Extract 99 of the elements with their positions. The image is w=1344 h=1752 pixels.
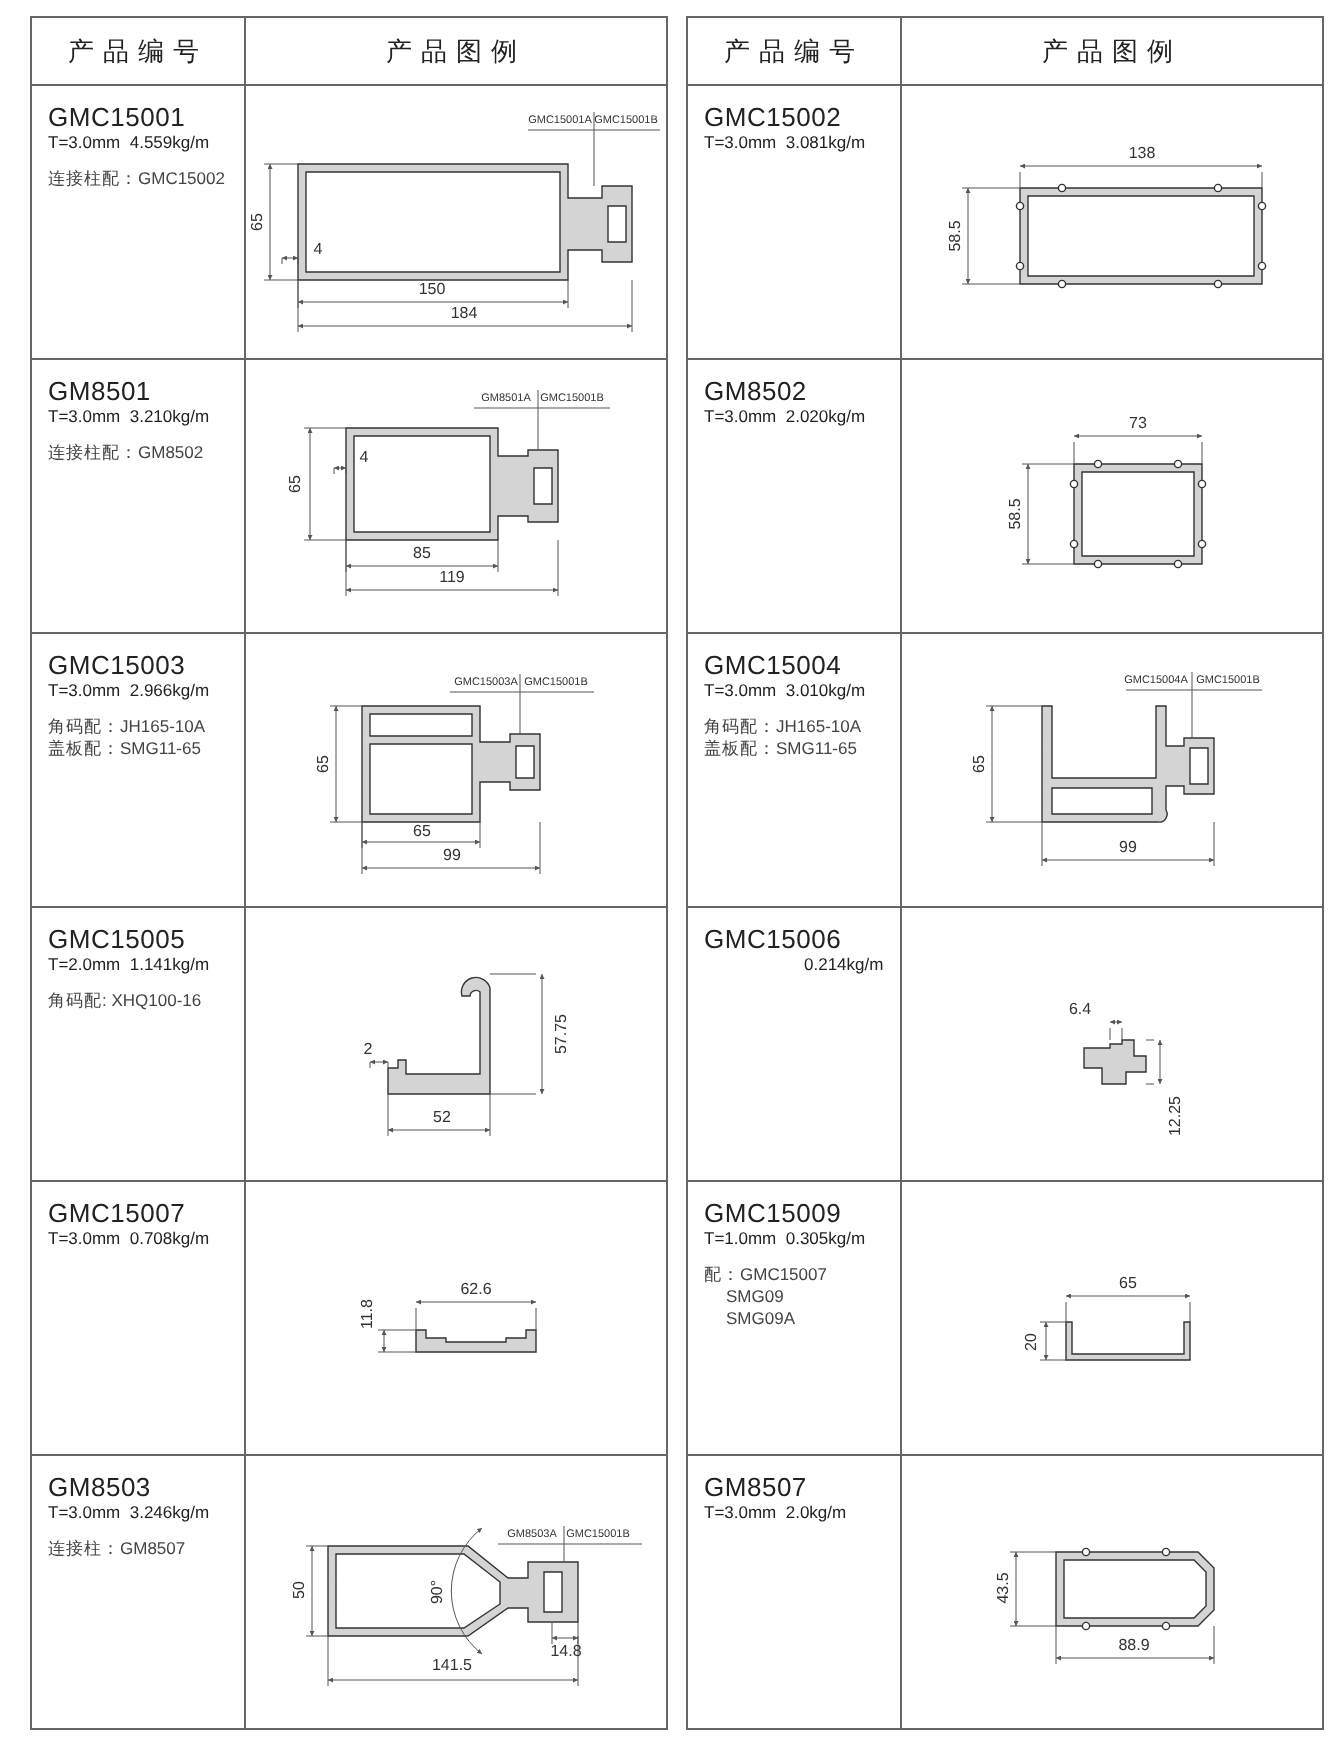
dimension-label: 65: [413, 824, 431, 840]
spec-text: T=3.0mm 3.010kg/m: [704, 680, 866, 702]
product-info-cell: [688, 1456, 902, 1730]
dimension-label: 65: [972, 755, 988, 773]
dimension-label: 20: [1024, 1333, 1040, 1351]
fitting-text: 连接柱：GM8507: [48, 1538, 186, 1560]
product-code: GMC15005: [48, 924, 186, 954]
product-code: GMC15007: [48, 1198, 186, 1228]
product-code: GM8507: [704, 1472, 807, 1502]
drawing-cell: [246, 634, 668, 908]
product-info-cell: [32, 1182, 246, 1456]
spec-text: T=3.0mm 3.246kg/m: [48, 1502, 210, 1524]
header-cell: [902, 18, 1324, 86]
column-header: 产品图例: [1041, 33, 1183, 70]
product-info-cell: [688, 86, 902, 360]
product-info-cell: [688, 634, 902, 908]
product-info-cell: [688, 1182, 902, 1456]
dimension-label: 58.5: [1008, 498, 1024, 530]
drawing-cell: [902, 360, 1324, 634]
drawing-cell: [902, 634, 1324, 908]
product-info-cell: [32, 634, 246, 908]
spec-text: T=3.0mm 2.966kg/m: [48, 680, 210, 702]
product-info-cell: [32, 86, 246, 360]
dimension-label: 99: [1119, 840, 1137, 856]
dimension-label: 65: [1119, 1276, 1137, 1292]
product-code: GM8502: [704, 376, 807, 406]
product-code: GMC15002: [704, 102, 842, 132]
drawing-cell: [246, 1456, 668, 1730]
dimension-label: 14.8: [550, 1644, 582, 1660]
dimension-label: 6.4: [1068, 1002, 1092, 1018]
drawing-cell: [902, 1182, 1324, 1456]
dimension-label: 52: [433, 1110, 451, 1126]
dimension-label: 65: [288, 475, 304, 493]
product-code: GM8501: [48, 376, 151, 406]
dimension-label: 4: [359, 450, 369, 466]
product-info-cell: [688, 360, 902, 634]
drawing-cell: [246, 360, 668, 634]
drawing-cell: [246, 908, 668, 1182]
dimension-label: 58.5: [948, 220, 964, 252]
header-cell: [246, 18, 668, 86]
column-header: 产品图例: [385, 33, 527, 70]
dimension-label: 88.9: [1118, 1638, 1150, 1654]
spec-text: T=2.0mm 1.141kg/m: [48, 954, 210, 976]
spec-text: T=3.0mm 2.020kg/m: [704, 406, 866, 428]
spec-text: 0.214kg/m: [802, 954, 884, 976]
fitting-text: 盖板配：SMG11-65: [48, 738, 201, 760]
dimension-label: 65: [316, 755, 332, 773]
dimension-label: 119: [439, 570, 465, 586]
drawing-cell: [902, 86, 1324, 360]
spec-text: T=3.0mm 3.210kg/m: [48, 406, 210, 428]
spec-text: T=3.0mm 2.0kg/m: [704, 1502, 847, 1524]
dimension-label: 43.5: [996, 1572, 1012, 1604]
dimension-label: 150: [418, 282, 446, 298]
spec-text: T=3.0mm 4.559kg/m: [48, 132, 210, 154]
column-header: 产品编号: [723, 33, 865, 70]
product-info-cell: [688, 908, 902, 1182]
dimension-label: 11.8: [360, 1299, 376, 1329]
product-info-cell: [32, 360, 246, 634]
dimension-label: 62.6: [460, 1282, 492, 1298]
product-code: GMC15009: [704, 1198, 842, 1228]
dimension-label: 141.5: [431, 1658, 473, 1674]
fitting-text: 角码配：JH165-10A: [704, 716, 862, 738]
product-code: GMC15003: [48, 650, 186, 680]
drawing-cell: [902, 908, 1324, 1182]
dimension-label: 90°: [430, 1579, 446, 1605]
fitting-text: 配：GMC15007: [704, 1264, 827, 1286]
dimension-label: 4: [313, 242, 323, 258]
dimension-label: 99: [443, 848, 461, 864]
dimension-label: 12.25: [1168, 1095, 1184, 1137]
spec-text: T=1.0mm 0.305kg/m: [704, 1228, 866, 1250]
dimension-label: 85: [413, 546, 431, 562]
product-code: GMC15001: [48, 102, 186, 132]
product-code: GM8503: [48, 1472, 151, 1502]
fitting-text: 盖板配：SMG11-65: [704, 738, 857, 760]
fitting-text: SMG09: [726, 1286, 784, 1308]
header-cell: [688, 18, 902, 86]
dimension-label: 50: [292, 1581, 308, 1599]
fitting-text: 连接柱配：GM8502: [48, 442, 204, 464]
drawing-cell: [902, 1456, 1324, 1730]
product-code: GMC15006: [704, 924, 842, 954]
product-code: GMC15004: [704, 650, 842, 680]
fitting-text: 连接柱配：GMC15002: [48, 168, 225, 190]
fitting-text: 角码配: XHQ100-16: [48, 990, 202, 1012]
fitting-text: 角码配：JH165-10A: [48, 716, 206, 738]
dimension-label: 65: [250, 213, 266, 231]
dimension-label: 2: [363, 1042, 373, 1058]
dimension-label: 184: [450, 306, 478, 322]
dimension-label: 138: [1128, 146, 1156, 162]
spec-text: T=3.0mm 3.081kg/m: [704, 132, 866, 154]
header-cell: [32, 18, 246, 86]
drawing-cell: [246, 1182, 668, 1456]
column-header: 产品编号: [67, 33, 209, 70]
product-info-cell: [32, 908, 246, 1182]
fitting-text: SMG09A: [726, 1308, 795, 1330]
product-info-cell: [32, 1456, 246, 1730]
dimension-label: 57.75: [554, 1013, 570, 1055]
drawing-cell: [246, 86, 668, 360]
dimension-label: 73: [1129, 416, 1147, 432]
spec-text: T=3.0mm 0.708kg/m: [48, 1228, 210, 1250]
